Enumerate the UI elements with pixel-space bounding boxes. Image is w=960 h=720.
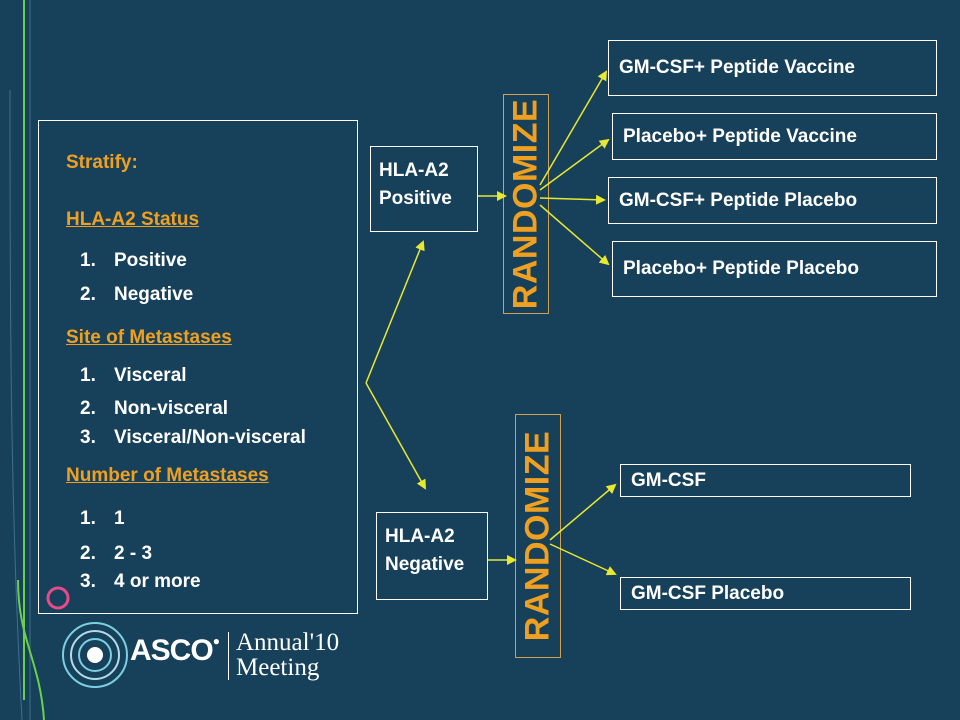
arrow-to-arm-gmcsf-placebo xyxy=(549,543,617,576)
asco-rings-icon xyxy=(62,622,128,688)
logo-divider xyxy=(228,632,229,680)
site-heading: Site of Metastases xyxy=(66,327,232,348)
hla-positive-box: HLA-A2 Positive xyxy=(370,146,478,232)
arm-gmcsf-placebo: GM-CSF Placebo xyxy=(620,577,911,610)
stratify-box xyxy=(38,120,358,614)
site-item-1-text: Visceral xyxy=(114,365,187,386)
arrow-to-arm-3 xyxy=(539,194,606,205)
arm-placebo-peptide-vaccine: Placebo+ Peptide Vaccine xyxy=(612,113,937,160)
hla-negative-line2: Negative xyxy=(385,554,465,575)
asco-logo: ASCO● xyxy=(130,634,220,668)
logo-meeting: Meeting xyxy=(236,654,320,681)
site-item-3-text: Visceral/Non-visceral xyxy=(114,427,306,448)
decor-ring xyxy=(46,586,70,610)
arm-gmcsf: GM-CSF xyxy=(620,464,911,497)
site-item-3-num: 3. xyxy=(80,427,96,448)
logo-year: '10 xyxy=(309,629,340,656)
arm-gmcsf-peptide-vaccine: GM-CSF+ Peptide Vaccine xyxy=(608,40,937,96)
randomize-box-positive: RANDOMIZE xyxy=(503,94,549,314)
hla-positive-line1: HLA-A2 xyxy=(379,160,449,181)
hla-item-1-text: Positive xyxy=(114,250,187,271)
hla-positive-line2: Positive xyxy=(379,188,452,209)
number-item-3-text: 4 or more xyxy=(114,571,201,592)
hla-negative-line1: HLA-A2 xyxy=(385,526,455,547)
number-heading: Number of Metastases xyxy=(66,465,269,486)
number-item-1-num: 1. xyxy=(80,508,96,529)
stratify-heading: Stratify: xyxy=(66,152,138,173)
site-item-2-num: 2. xyxy=(80,398,96,419)
hla-item-2-text: Negative xyxy=(114,284,194,305)
annual-meeting-logo: Annual'10 Meeting xyxy=(236,630,339,680)
hla-item-2-num: 2. xyxy=(80,284,96,305)
arrow-to-arm-gmcsf xyxy=(549,483,617,541)
number-item-2-text: 2 - 3 xyxy=(114,543,153,564)
registered-icon: ● xyxy=(212,634,220,648)
arrow-to-positive xyxy=(365,240,425,384)
arrow-to-arm-1 xyxy=(539,70,608,186)
arm-gmcsf-peptide-placebo: GM-CSF+ Peptide Placebo xyxy=(608,177,937,224)
randomize-box-negative: RANDOMIZE xyxy=(515,414,561,658)
hla-negative-box: HLA-A2 Negative xyxy=(376,512,488,600)
hla-status-heading: HLA-A2 Status xyxy=(66,209,200,230)
arrow-to-negative xyxy=(365,382,426,490)
arm-placebo-peptide-placebo: Placebo+ Peptide Placebo xyxy=(612,241,937,297)
number-item-3-num: 3. xyxy=(80,571,96,592)
number-item-2-num: 2. xyxy=(80,543,96,564)
hla-item-1-num: 1. xyxy=(80,250,96,271)
arrow-to-arm-2 xyxy=(539,138,610,191)
arrow-to-arm-4 xyxy=(539,204,610,266)
site-item-2-text: Non-visceral xyxy=(114,398,229,419)
logo-annual: Annual xyxy=(236,629,310,656)
number-item-1-text: 1 xyxy=(114,508,125,529)
site-item-1-num: 1. xyxy=(80,365,96,386)
asco-brand: ASCO xyxy=(130,634,214,667)
